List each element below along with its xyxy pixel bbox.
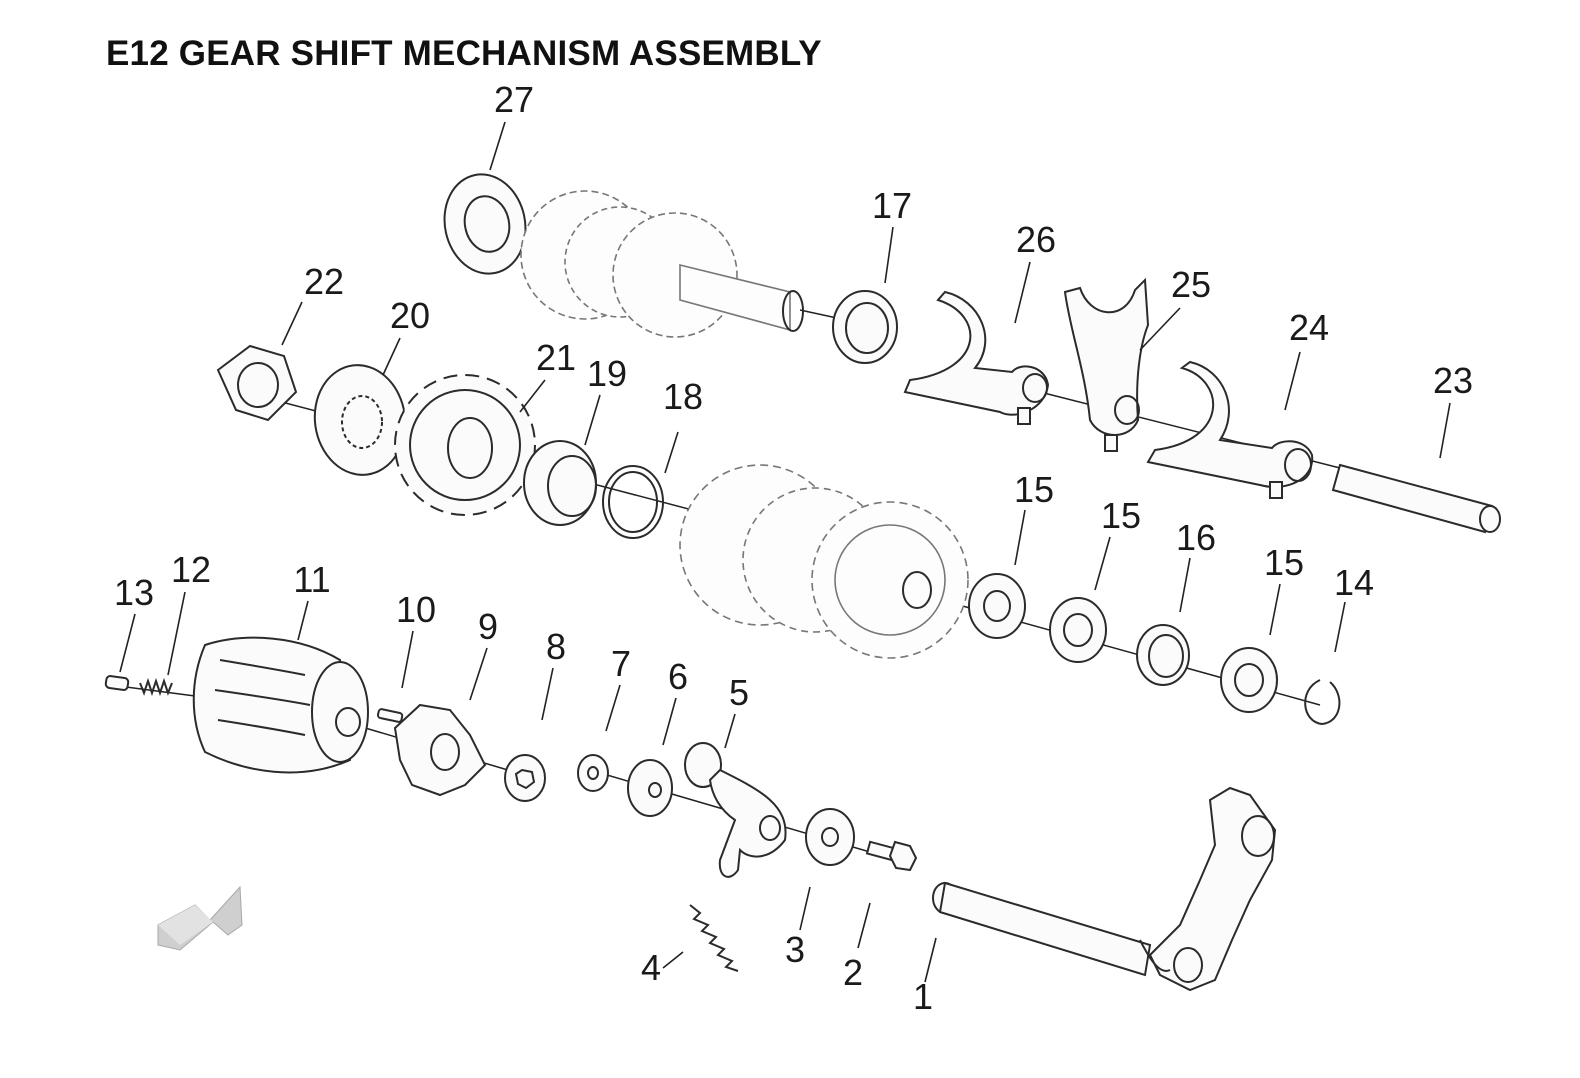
part-22-nut[interactable] xyxy=(216,344,298,422)
part-17-bearing[interactable] xyxy=(832,290,898,364)
part-5-stopper-lever[interactable] xyxy=(684,742,787,878)
callout-16: 16 xyxy=(1175,517,1217,558)
callout-25: 25 xyxy=(1170,264,1212,305)
upper-gear-cluster xyxy=(520,190,804,338)
part-4-spring[interactable] xyxy=(689,904,739,972)
part-26-shift-fork[interactable] xyxy=(903,290,1050,425)
part-6-roller[interactable] xyxy=(627,759,673,817)
part-23-fork-shaft[interactable] xyxy=(1331,463,1501,534)
callout-13: 13 xyxy=(113,572,155,613)
callout-18: 18 xyxy=(662,376,704,417)
part-9-star-cam[interactable] xyxy=(393,703,487,797)
callout-15b: 15 xyxy=(1100,495,1142,536)
callout-8: 8 xyxy=(545,626,567,667)
callout-10: 10 xyxy=(395,589,437,630)
callout-22: 22 xyxy=(303,261,345,302)
part-21-sprocket[interactable] xyxy=(394,374,536,516)
callout-14: 14 xyxy=(1333,562,1375,603)
part-19-spacer[interactable] xyxy=(523,440,597,526)
callout-2: 2 xyxy=(842,952,864,993)
part-14-circlip[interactable] xyxy=(1304,679,1341,726)
part-25-shift-fork[interactable] xyxy=(1063,277,1150,452)
callout-21: 21 xyxy=(535,337,577,378)
part-12-spring[interactable] xyxy=(139,677,173,697)
part-16-bearing[interactable] xyxy=(1136,624,1190,686)
callout-15a: 15 xyxy=(1013,469,1055,510)
callout-24: 24 xyxy=(1288,307,1330,348)
part-1-shift-shaft[interactable] xyxy=(932,786,1277,992)
part-15-washer-a[interactable] xyxy=(968,573,1026,639)
part-15-washer-c[interactable] xyxy=(1220,647,1278,713)
callout-12: 12 xyxy=(170,549,212,590)
leader-lines xyxy=(119,121,1451,983)
callout-17: 17 xyxy=(871,185,913,226)
callout-11: 11 xyxy=(293,559,331,600)
diagram-title: E12 GEAR SHIFT MECHANISM ASSEMBLY xyxy=(106,34,822,73)
part-10-pin[interactable] xyxy=(376,708,404,723)
front-arrow-icon xyxy=(157,885,243,951)
callout-20: 20 xyxy=(389,295,431,336)
part-18-oring[interactable] xyxy=(602,465,664,539)
part-11-shift-drum[interactable] xyxy=(192,636,369,774)
callout-19: 19 xyxy=(586,353,628,394)
part-27-washer[interactable] xyxy=(435,167,534,281)
callout-27: 27 xyxy=(493,79,535,120)
part-24-shift-fork[interactable] xyxy=(1146,360,1314,499)
callout-1: 1 xyxy=(912,976,934,1017)
callout-5: 5 xyxy=(728,672,750,713)
lower-gear-cluster xyxy=(679,464,969,659)
callout-9: 9 xyxy=(477,606,499,647)
callout-23: 23 xyxy=(1432,360,1474,401)
part-7-washer[interactable] xyxy=(577,754,609,792)
callout-26: 26 xyxy=(1015,219,1057,260)
part-15-washer-b[interactable] xyxy=(1049,597,1107,663)
callout-7: 7 xyxy=(610,643,632,684)
callout-3: 3 xyxy=(784,929,806,970)
callout-15c: 15 xyxy=(1263,542,1305,583)
callout-6: 6 xyxy=(667,656,689,697)
part-8-bolt[interactable] xyxy=(504,754,546,802)
part-3-washer[interactable] xyxy=(805,808,855,866)
part-2-bolt[interactable] xyxy=(865,840,918,872)
callout-4: 4 xyxy=(640,947,662,988)
part-13-plunger[interactable] xyxy=(104,675,130,691)
